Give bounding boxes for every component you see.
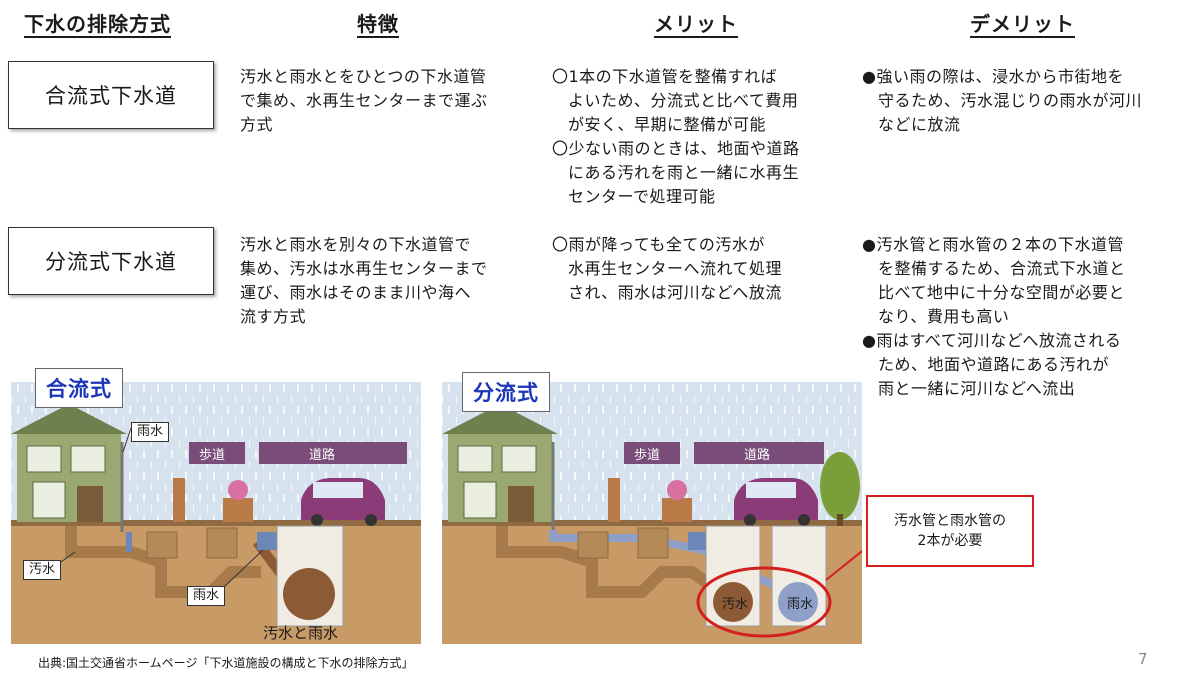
combined-features-line: 方式 — [240, 115, 274, 134]
separate-demerits-line: 雨と一緒に河川などへ流出 — [878, 379, 1076, 398]
ground-line — [11, 520, 421, 526]
combined-merits-line: センターで処理可能 — [568, 187, 716, 206]
sewage-pipe-label: 汚水 — [722, 597, 749, 612]
callout-line: 2本が必要 — [917, 533, 983, 549]
combined-merits-line: よいため、分流式と比べて費用 — [568, 91, 799, 110]
combined-sewer-name: 合流式下水道 — [45, 84, 177, 108]
separate-demerits-line: ●汚水管と雨水管の２本の下水道管 — [862, 235, 1124, 254]
separate-demerits: ●汚水管と雨水管の２本の下水道管 を整備するため、合流式下水道と 比べて地中に十… — [862, 233, 1126, 401]
sidewalk-tag — [189, 442, 245, 464]
house-roof — [442, 404, 558, 434]
combined-illustration: 合流式 歩道 道路 雨水 汚水 雨水 汚水と雨水 — [11, 368, 421, 644]
combined-demerits-line: ●強い雨の際は、浸水から市街地を — [862, 67, 1124, 86]
combined-features-line: 汚水と雨水とをひとつの下水道管 — [240, 67, 487, 86]
house-roof — [11, 404, 127, 434]
rainwater-pipe-label: 雨水 — [187, 586, 226, 606]
separate-features-line: 集め、汚水は水再生センターまで — [240, 259, 488, 278]
separate-merits: 〇雨が降っても全ての汚水が 水再生センターへ流れて処理 され、雨水は河川などへ放… — [552, 233, 782, 305]
road-label: 道路 — [744, 448, 771, 463]
combined-merits-line: 〇1本の下水道管を整備すれば — [552, 67, 778, 86]
tree-icon — [820, 452, 860, 520]
source-citation: 出典:国土交通省ホームページ「下水道施設の構成と下水の排除方式」 — [38, 656, 414, 670]
separate-demerits-line: を整備するため、合流式下水道と — [878, 259, 1126, 278]
combined-pipe-label: 汚水と雨水 — [263, 624, 339, 642]
header-features: 特徴 — [357, 12, 399, 36]
separate-sewer-label: 分流式下水道 — [8, 227, 214, 295]
combined-features: 汚水と雨水とをひとつの下水道管 で集め、水再生センターまで運ぶ 方式 — [240, 65, 488, 137]
rain-pipe-label: 雨水 — [787, 597, 814, 612]
sidewalk-tag — [624, 442, 680, 464]
separate-features-line: 汚水と雨水を別々の下水道管で — [240, 235, 472, 254]
combined-demerits-line: 守るため、汚水混じりの雨水が河川 — [878, 91, 1143, 110]
header-system: 下水の排除方式 — [24, 12, 171, 36]
sidewalk-label: 歩道 — [634, 448, 661, 463]
separate-merits-line: 〇雨が降っても全ての汚水が — [552, 235, 765, 254]
combined-demerits: ●強い雨の際は、浸水から市街地を 守るため、汚水混じりの雨水が河川 などに放流 — [862, 65, 1142, 137]
separate-features-line: 運び、雨水はそのまま川や海へ — [240, 283, 472, 302]
header-merits: メリット — [654, 12, 738, 36]
separate-illustration-art — [442, 382, 867, 644]
combined-illustration-art — [11, 382, 421, 644]
combined-merits-line: にある汚れを雨と一緒に水再生 — [568, 163, 800, 182]
sewage-pipe-icon — [713, 582, 753, 622]
separate-demerits-line: なり、費用も高い — [878, 307, 1010, 326]
separate-merits-line: され、雨水は河川などへ放流 — [568, 283, 782, 302]
combined-features-line: で集め、水再生センターまで運ぶ — [240, 91, 488, 110]
separate-features: 汚水と雨水を別々の下水道管で 集め、汚水は水再生センターまで 運び、雨水はそのま… — [240, 233, 488, 329]
combined-sewer-label: 合流式下水道 — [8, 61, 214, 129]
separate-demerits-line: ため、地面や道路にある汚れが — [878, 355, 1110, 374]
separate-illustration: 分流式 歩道 道路 汚水 雨水 — [442, 372, 867, 644]
combined-merits-line: 〇少ない雨のときは、地面や道路 — [552, 139, 800, 158]
separate-title: 分流式 — [462, 372, 550, 412]
separate-demerits-line: 比べて地中に十分な空間が必要と — [878, 283, 1125, 302]
sewage-label: 汚水 — [23, 560, 62, 580]
header-demerits: デメリット — [970, 12, 1075, 36]
combined-pipe-icon — [283, 568, 335, 620]
sidewalk-label: 歩道 — [199, 448, 226, 463]
separate-features-line: 流す方式 — [240, 307, 307, 326]
callout-line: 汚水管と雨水管の — [894, 513, 1006, 529]
road-tag — [259, 442, 407, 464]
highlight-circle — [696, 566, 832, 638]
flower-icon — [667, 480, 687, 500]
rainwater-label: 雨水 — [131, 422, 170, 442]
combined-title: 合流式 — [35, 368, 123, 408]
separate-sewer-name: 分流式下水道 — [45, 250, 177, 274]
road-tag — [694, 442, 824, 464]
page-number: 7 — [1138, 650, 1148, 668]
rain-pipe-icon — [778, 582, 818, 622]
combined-merits-line: が安く、早期に整備が可能 — [568, 115, 767, 134]
combined-merits: 〇1本の下水道管を整備すれば よいため、分流式と比べて費用 が安く、早期に整備が… — [552, 65, 800, 209]
separate-merits-line: 水再生センターへ流れて処理 — [568, 259, 783, 278]
road-label: 道路 — [309, 448, 336, 463]
callout-two-pipes: 汚水管と雨水管の 2本が必要 — [866, 495, 1034, 567]
flower-icon — [228, 480, 248, 500]
separate-demerits-line: ●雨はすべて河川などへ放流される — [862, 331, 1122, 350]
combined-demerits-line: などに放流 — [878, 115, 961, 134]
